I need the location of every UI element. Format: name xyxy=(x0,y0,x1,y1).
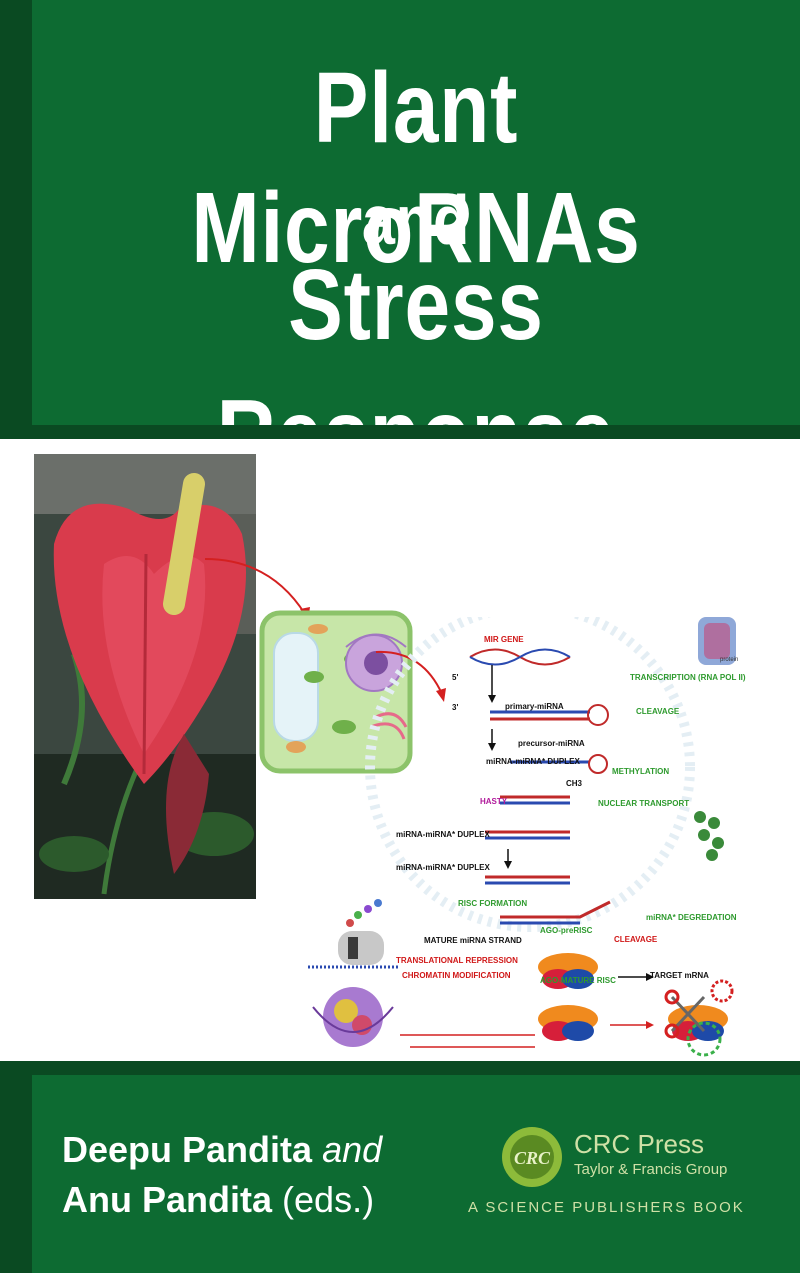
label-prime-3: 3' xyxy=(452,703,459,712)
author-1-name: Deepu Pandita xyxy=(62,1129,313,1170)
label-cleavage: CLEAVAGE xyxy=(636,707,680,716)
crc-logo-text: CRC xyxy=(514,1148,551,1168)
label-hasty: HASTY xyxy=(480,797,508,806)
label-methylation: METHYLATION xyxy=(612,767,670,776)
publisher-group: Taylor & Francis Group xyxy=(574,1161,728,1178)
label-cleavage-2: CLEAVAGE xyxy=(614,935,658,944)
label-target-mrna: TARGET mRNA xyxy=(650,971,709,980)
label-protein: protein xyxy=(720,657,739,663)
label-duplex-3: miRNA-miRNA* DUPLEX xyxy=(396,863,490,872)
label-risc-formation: RISC FORMATION xyxy=(458,899,528,908)
label-ago-mature-risc: AGO-MATURE RISC xyxy=(540,976,616,985)
title-line-1: Plant MicroRNAs xyxy=(191,52,641,284)
label-duplex-2: miRNA-miRNA* DUPLEX xyxy=(396,830,490,839)
crc-logo-icon: CRC xyxy=(502,1127,562,1187)
label-ago-prerisc: AGO-preRISC xyxy=(540,926,593,935)
divider-stripe-top xyxy=(0,425,800,439)
label-mature-strand: MATURE miRNA STRAND xyxy=(424,936,522,945)
author-line-1: Deepu Pandita and xyxy=(62,1129,382,1171)
cover-artwork: MIR GENE TRANSCRIPTION (RNA POL II) prot… xyxy=(0,439,800,1061)
anthurium-photo xyxy=(34,454,256,899)
publisher-series: A SCIENCE PUBLISHERS BOOK xyxy=(468,1199,745,1216)
label-degradation: miRNA* DEGREDATION xyxy=(646,913,737,922)
label-nuclear-transport: NUCLEAR TRANSPORT xyxy=(598,799,690,808)
divider-stripe-bottom xyxy=(0,1061,800,1075)
label-translational-repression: TRANSLATIONAL REPRESSION xyxy=(396,956,518,965)
title-block: Plant MicroRNAs and Stress Response xyxy=(32,0,800,491)
label-ch3: CH3 xyxy=(566,779,583,788)
ribosome-nucleosome-illustration xyxy=(308,899,398,1047)
author-publisher-block: Deepu Pandita and Anu Pandita (eds.) CRC… xyxy=(32,1075,800,1273)
anthurium-illustration xyxy=(34,454,256,899)
plant-cell-illustration xyxy=(259,610,413,774)
label-duplex-1: miRNA-miRNA* DUPLEX xyxy=(486,757,580,766)
author-connector: and xyxy=(322,1129,383,1170)
title-line-2: and xyxy=(361,181,471,259)
editors-note: (eds.) xyxy=(282,1179,375,1220)
label-mir-gene: MIR GENE xyxy=(484,635,524,644)
mirna-pathway-diagram xyxy=(365,617,736,1048)
author-line-2: Anu Pandita (eds.) xyxy=(62,1179,374,1221)
publisher-name: CRC Press xyxy=(574,1129,705,1159)
label-transcription: TRANSCRIPTION (RNA POL II) xyxy=(630,673,746,682)
author-2-name: Anu Pandita xyxy=(62,1179,273,1220)
scissors-target-illustration xyxy=(664,979,734,1057)
label-chromatin-modification: CHROMATIN MODIFICATION xyxy=(402,971,511,980)
label-precursor-mirna: precursor-miRNA xyxy=(518,739,585,748)
label-prime-5: 5' xyxy=(452,673,459,682)
label-primary-mirna: primary-miRNA xyxy=(505,702,564,711)
